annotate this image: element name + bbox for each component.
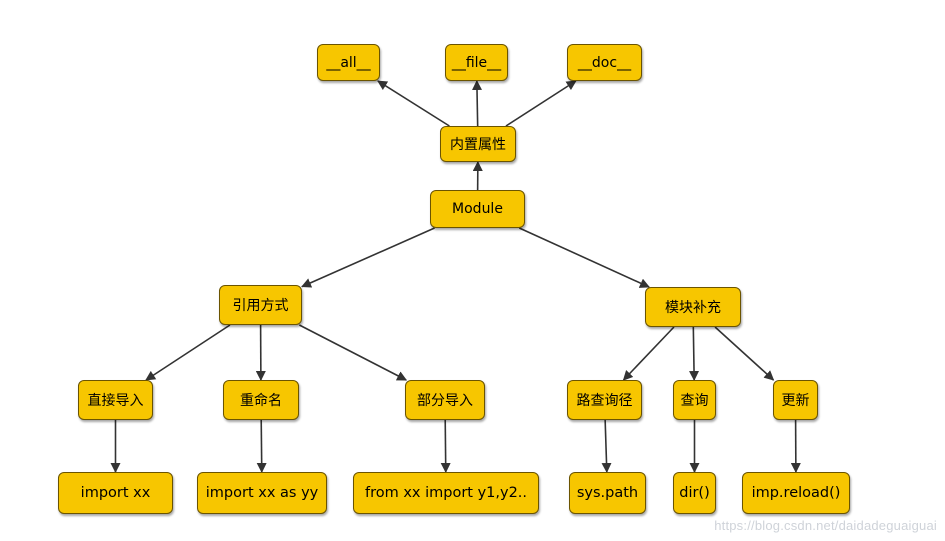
node-from-import: from xx import y1,y2.. <box>353 472 539 514</box>
node-direct-import: 直接导入 <box>78 380 153 420</box>
node-rename: 重命名 <box>223 380 299 420</box>
edge-module-to-module_supplement <box>518 227 650 288</box>
node-file: __file__ <box>445 44 508 81</box>
edge-module_supplement-to-query_path <box>622 326 675 381</box>
node-update: 更新 <box>773 380 818 420</box>
node-imp-reload: imp.reload() <box>742 472 850 514</box>
node-import-methods: 引用方式 <box>219 285 302 325</box>
node-partial-import: 部分导入 <box>405 380 485 420</box>
node-sys-path: sys.path <box>569 472 646 514</box>
edge-module_supplement-to-query <box>689 326 700 381</box>
edge-module_supplement-to-update <box>714 326 775 381</box>
node-module: Module <box>430 190 525 228</box>
edge-module-to-import_methods <box>301 227 435 288</box>
edge-partial_import-to-from_import <box>440 419 451 473</box>
edge-import_methods-to-partial_import <box>298 324 408 381</box>
watermark-text: https://blog.csdn.net/daidadeguaiguai <box>714 518 937 533</box>
node-builtin-attrs: 内置属性 <box>440 126 516 162</box>
edge-builtin_attrs-to-all <box>377 80 450 127</box>
edge-builtin_attrs-to-file <box>472 80 483 127</box>
node-query-path: 路查询径 <box>567 380 642 420</box>
node-import-as: import xx as yy <box>197 472 327 514</box>
node-dir-call: dir() <box>673 472 716 514</box>
edge-rename-to-import_as <box>256 419 267 473</box>
node-query: 查询 <box>673 380 716 420</box>
edge-import_methods-to-direct_import <box>145 324 231 381</box>
node-import-xx: import xx <box>58 472 173 514</box>
edge-query_path-to-sys_path <box>601 419 612 473</box>
node-all: __all__ <box>317 44 380 81</box>
node-module-supplement: 模块补充 <box>645 287 741 327</box>
node-doc: __doc__ <box>567 44 642 81</box>
edge-builtin_attrs-to-doc <box>505 80 577 127</box>
